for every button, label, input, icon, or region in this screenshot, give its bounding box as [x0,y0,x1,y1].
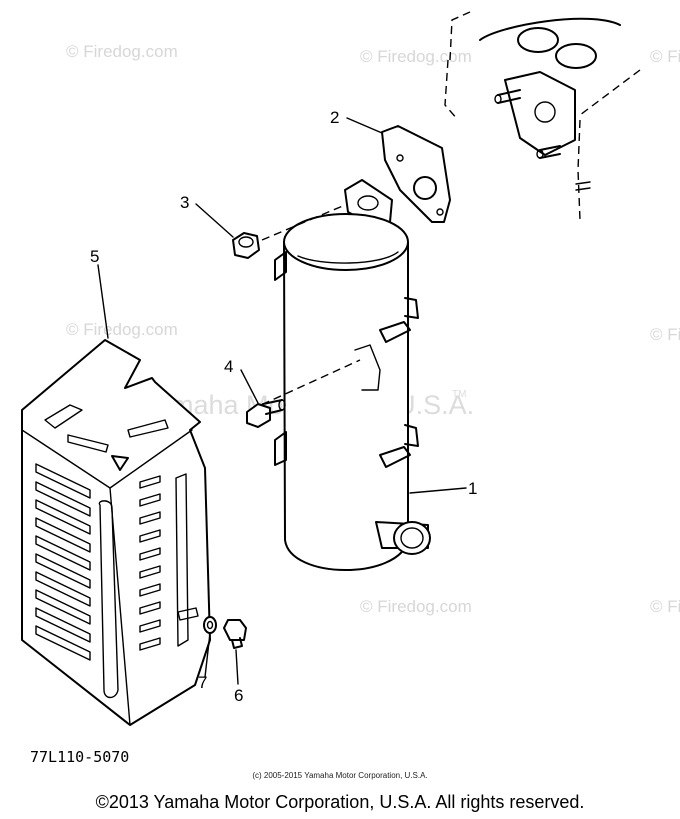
watermark-site: © Firedog.com [360,597,472,616]
callout-7: 7 [198,673,207,692]
callout-3: 3 [180,193,189,212]
screw [223,619,247,649]
diagram-code: 77L110-5070 [30,748,129,766]
nut [232,232,260,259]
watermark-site: © Firedog.com [650,47,680,66]
muffler [249,179,431,571]
callout-1: 1 [468,479,477,498]
watermark-site: © Firedog.com [66,42,178,61]
leader-lines [97,117,467,685]
callout-5: 5 [90,247,99,266]
watermark-site: © Firedog.com [360,47,472,66]
watermark-site: © Firedog.com [650,325,680,344]
bolt [246,399,286,428]
copyright-small: (c) 2005-2015 Yamaha Motor Corporation, … [252,771,427,780]
watermark-site: © Firedog.com [650,597,680,616]
callout-6: 6 [234,686,243,705]
watermark-site: © Firedog.com [66,320,178,339]
washer [203,616,217,634]
watermark-tm: TM [452,389,466,400]
shield-vents-left [35,463,91,661]
callout-numbers: 1 2 3 4 5 6 7 [90,108,477,705]
callout-2: 2 [330,108,339,127]
heat-shield [21,339,211,726]
callout-4: 4 [224,357,233,376]
engine-block-outline [444,11,641,221]
gasket [381,125,451,223]
shield-vents-right [139,475,161,651]
copyright-main: ©2013 Yamaha Motor Corporation, U.S.A. A… [96,792,585,812]
